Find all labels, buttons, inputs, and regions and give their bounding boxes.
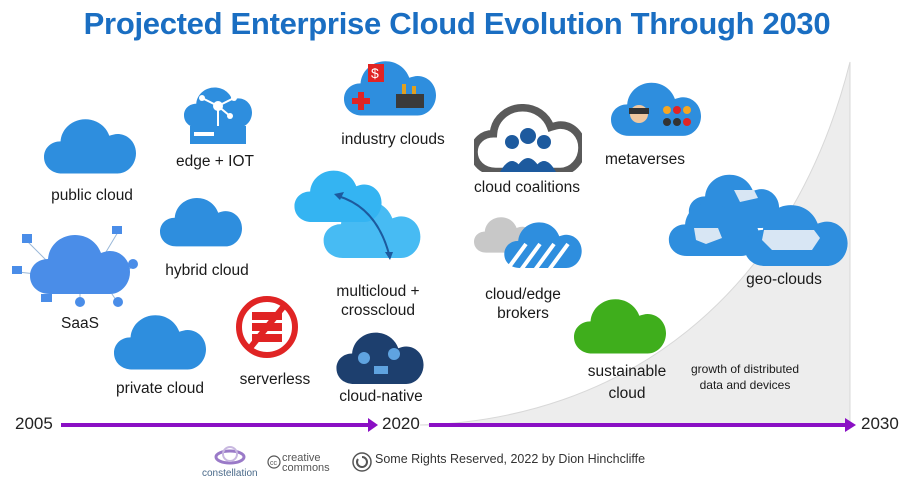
sustainable-cloud-label: sustainable cloud	[588, 362, 666, 403]
svg-text:commons: commons	[282, 462, 330, 474]
hybrid-cloud-icon	[160, 190, 242, 252]
metaverses-icon	[611, 82, 701, 136]
edge-iot-label: edge + IOT	[176, 153, 254, 170]
creative-commons-logo: cc creative commons	[267, 452, 372, 474]
hybrid-cloud-label: hybrid cloud	[165, 262, 249, 279]
public-cloud-label: public cloud	[51, 187, 133, 204]
cloud-edge-brokers-icon	[474, 217, 582, 276]
sustainable-label-line2: cloud	[608, 385, 646, 402]
metaverses-label: metaverses	[604, 151, 686, 168]
cloud-coalitions-icon	[474, 104, 582, 172]
serverless-icon	[236, 296, 298, 358]
growth-line2: data and devices	[699, 378, 791, 392]
svg-text:creative: creative	[282, 452, 321, 464]
geo-clouds-label: geo-clouds	[746, 271, 822, 288]
timeline-arrows	[61, 418, 856, 432]
saas-icon	[12, 226, 138, 307]
cloud-coalitions-label: cloud coalitions	[474, 179, 580, 196]
multicloud-label: multicloud + crosscloud	[336, 282, 419, 320]
year-2005: 2005	[15, 414, 53, 433]
public-cloud-icon	[44, 114, 136, 176]
geo-clouds-icon	[668, 174, 848, 266]
industry-clouds-label: industry clouds	[341, 131, 445, 148]
cloud-edge-brokers-label: cloud/edge brokers	[485, 285, 561, 323]
page-title: Projected Enterprise Cloud Evolution Thr…	[83, 6, 831, 41]
serverless-label: serverless	[239, 371, 311, 388]
industry-clouds-icon: $	[344, 61, 436, 116]
multicloud-label-line2: crosscloud	[340, 302, 416, 319]
growth-line1: growth of distributed	[690, 362, 800, 376]
private-cloud-label: private cloud	[116, 380, 204, 397]
sustainable-label-line1: sustainable	[587, 363, 667, 380]
year-2030: 2030	[861, 414, 899, 433]
multicloud-label-line1: multicloud +	[336, 283, 420, 300]
brokers-label-line1: cloud/edge	[485, 286, 561, 303]
cloud-native-label: cloud-native	[339, 388, 423, 405]
svg-text:constellation: constellation	[202, 468, 258, 479]
svg-text:$: $	[371, 65, 379, 81]
private-cloud-icon	[114, 310, 206, 372]
brokers-label-line2: brokers	[497, 305, 549, 322]
multicloud-icon	[294, 170, 421, 260]
cloud-native-icon	[336, 332, 424, 384]
constellation-logo: constellation	[202, 446, 258, 479]
copyright-credit: Some Rights Reserved, 2022 by Dion Hinch…	[375, 452, 646, 466]
svg-text:cc: cc	[270, 460, 278, 467]
edge-iot-icon	[184, 87, 252, 144]
year-2020: 2020	[382, 414, 420, 433]
saas-label: SaaS	[61, 315, 99, 332]
growth-annotation: growth of distributed data and devices	[691, 361, 799, 393]
sustainable-cloud-icon	[574, 294, 666, 356]
